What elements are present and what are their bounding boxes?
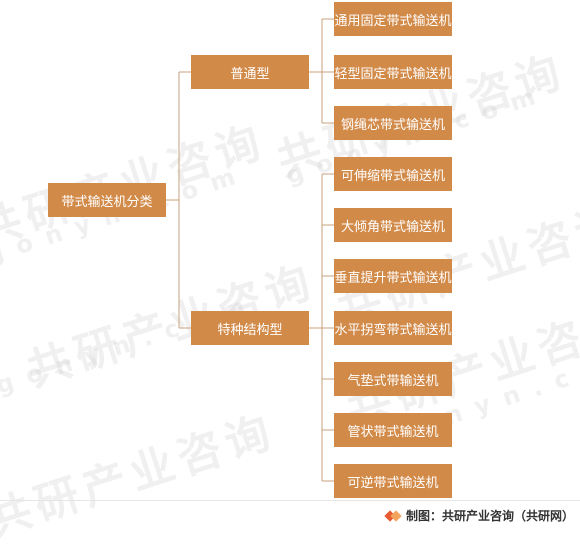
- leaf-node: 大倾角带式输送机: [334, 208, 452, 242]
- footer-credit-text: 制图：共研产业咨询（共研网）: [405, 509, 574, 523]
- leaf-node: 可伸缩带式输送机: [334, 157, 452, 191]
- leaf-node: 管状带式输送机: [334, 413, 452, 447]
- root-node: 带式输送机分类: [48, 183, 166, 217]
- leaf-node: 钢绳芯带式输送机: [334, 106, 452, 140]
- leaf-node: 气垫式带输送机: [334, 362, 452, 396]
- footer-divider: [0, 500, 580, 501]
- connector-lines: [166, 18, 334, 482]
- category-node-special: 特种结构型: [191, 311, 309, 345]
- gonyn-logo-icon: [384, 509, 402, 523]
- category-node-normal: 普通型: [191, 55, 309, 89]
- leaf-node: 可逆带式输送机: [334, 464, 452, 498]
- leaf-node: 通用固定带式输送机: [334, 2, 452, 36]
- leaf-node: 轻型固定带式输送机: [334, 55, 452, 89]
- leaf-node: 垂直提升带式输送机: [334, 259, 452, 293]
- footer-credit: 制图：共研产业咨询（共研网）: [384, 507, 574, 524]
- leaf-node: 水平拐弯带式输送机: [334, 311, 452, 345]
